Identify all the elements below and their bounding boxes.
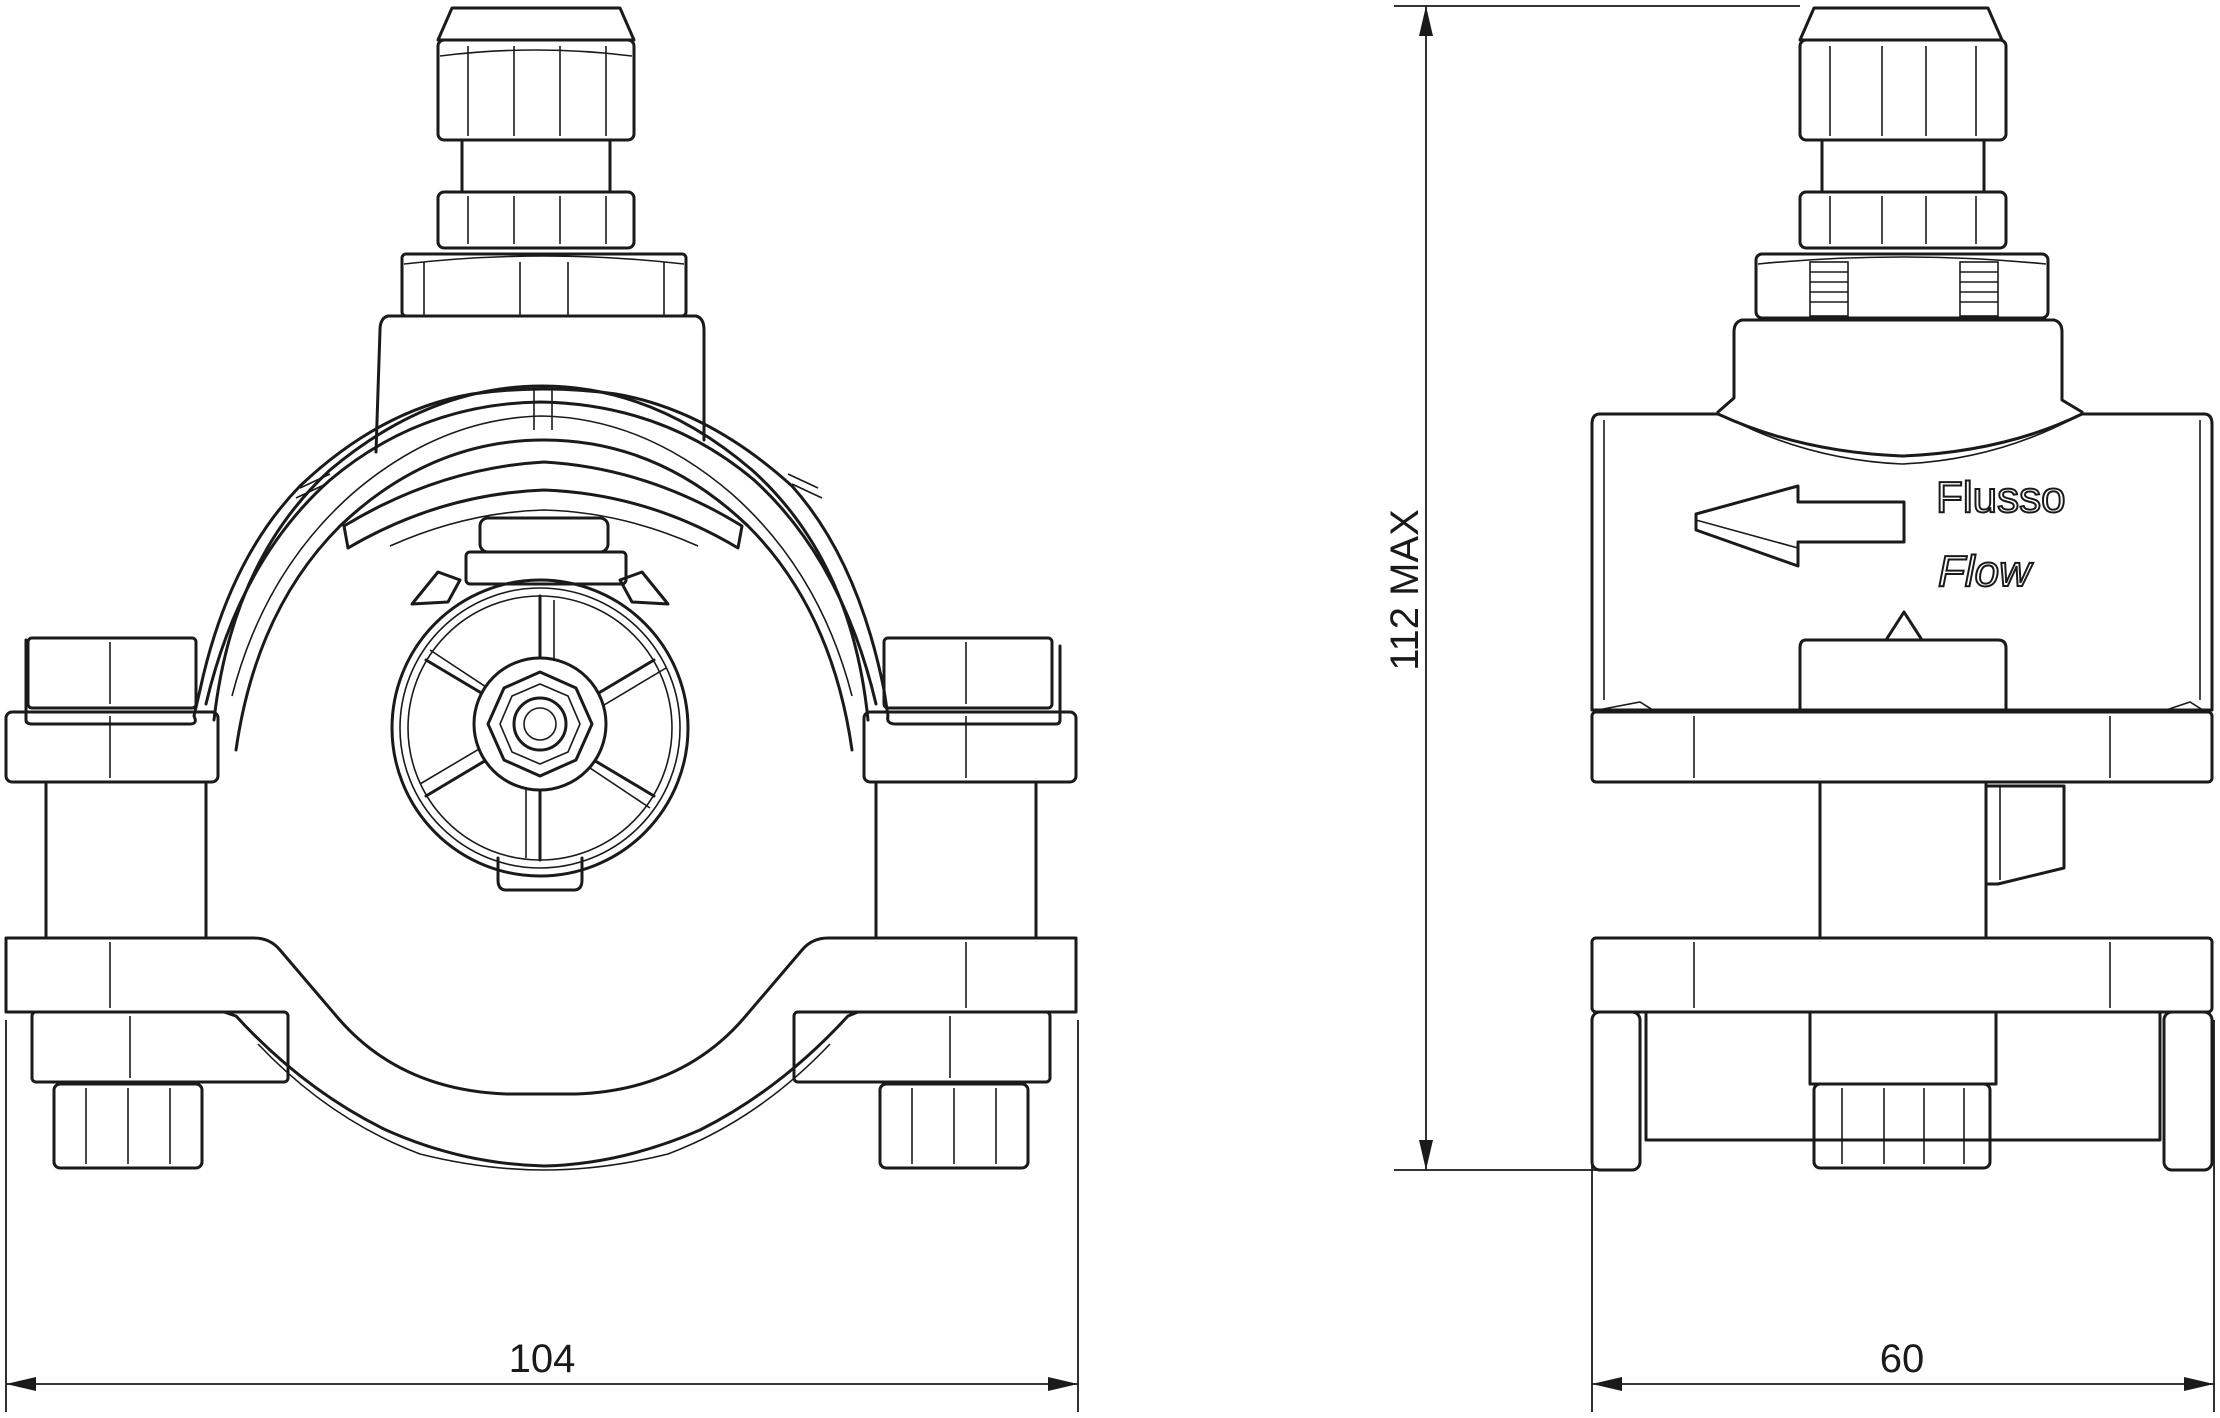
side-main-body xyxy=(1590,412,2214,712)
side-lower-nut xyxy=(1798,190,2008,250)
front-bottom-nuts xyxy=(52,1082,1030,1170)
side-bottom-nut xyxy=(1812,1082,1992,1170)
height-dimension-label: 112 MAX xyxy=(1383,509,1427,671)
front-handwheel xyxy=(390,516,690,892)
front-lower-clamp xyxy=(4,936,1078,1171)
dimension-height-112: 112 MAX xyxy=(1383,5,1800,1171)
flusso-label: Flusso xyxy=(1936,473,2066,522)
side-width-dimension-label: 60 xyxy=(1880,1337,1925,1381)
flow-direction-arrow xyxy=(1694,484,1906,568)
flow-label: Flow xyxy=(1938,547,2034,596)
side-view: Flusso Flow xyxy=(1590,6,2214,1172)
front-hex-base xyxy=(400,252,688,318)
width-dimension-label: 104 xyxy=(509,1337,576,1381)
front-view xyxy=(4,6,1078,1171)
side-flange-plate xyxy=(1590,701,2214,784)
dimension-width-60: 60 xyxy=(1591,1020,2215,1412)
dimension-width-104: 104 xyxy=(5,1020,1079,1412)
front-lower-nut xyxy=(436,190,636,250)
front-saddle-hatching xyxy=(295,386,823,499)
side-lower-plate xyxy=(1590,936,2214,1172)
side-hex-base xyxy=(1754,252,2050,320)
front-cap-nut xyxy=(436,6,636,142)
side-cap-nut xyxy=(1798,6,2008,142)
